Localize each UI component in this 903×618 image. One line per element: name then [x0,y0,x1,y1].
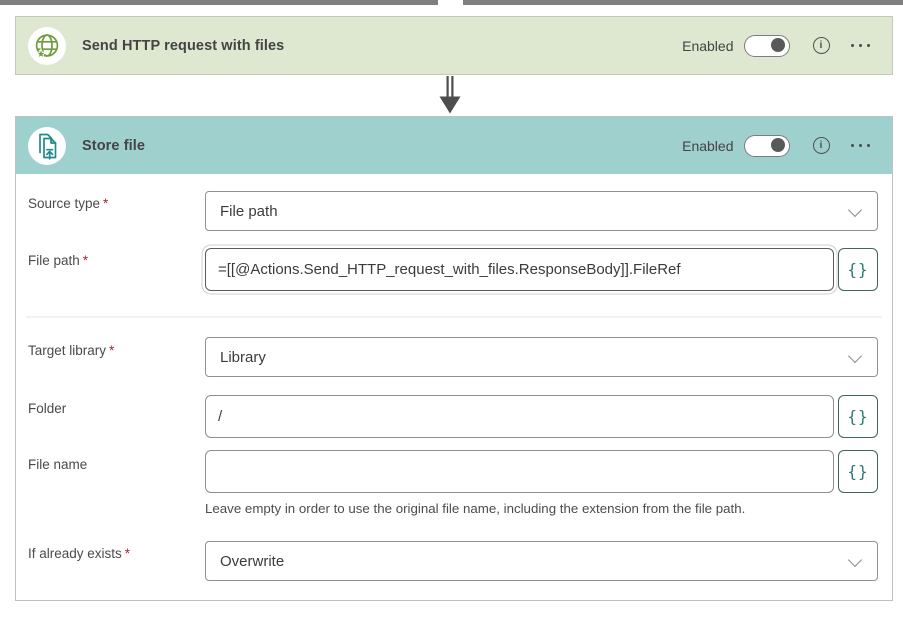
if-already-exists-value: Overwrite [220,552,285,570]
field-label-source-type: Source type* [28,196,109,211]
action-title: Store file [82,137,146,154]
field-label-file-path: File path* [28,253,89,268]
chevron-down-icon [847,202,863,218]
toggle-knob [770,138,785,152]
required-asterisk: * [109,343,115,358]
more-options-button[interactable] [850,137,870,154]
expression-builder-button[interactable]: {} [838,248,878,291]
action-card-store-file: Store file Enabled i Source type* File p… [15,116,893,601]
action-title: Send HTTP request with files [82,37,285,54]
star-shape [34,47,48,59]
top-partial-bar-left [0,0,438,5]
chevron-down-icon [847,348,863,364]
action-card-send-http-request[interactable]: Send HTTP request with files Enabled i [15,16,893,75]
connector-arrow-down-icon [439,76,461,114]
enabled-toggle[interactable] [743,134,790,157]
field-label-target-library: Target library* [28,343,115,358]
expression-builder-button[interactable]: {} [838,450,878,493]
field-label-file-name: File name [28,457,88,472]
action-header: Send HTTP request with files Enabled i [16,17,892,74]
action-icon-circle [28,126,66,165]
if-already-exists-dropdown[interactable]: Overwrite [205,541,878,581]
target-library-value: Library [220,348,266,366]
folder-input[interactable] [205,395,834,438]
enabled-label: Enabled [682,137,734,154]
top-partial-bar-right [463,0,903,5]
file-name-input[interactable] [205,450,834,493]
source-type-value: File path [220,202,278,220]
file-path-input[interactable] [205,248,834,291]
section-divider [26,316,882,318]
required-asterisk: * [124,546,131,561]
required-asterisk: * [103,196,109,211]
enabled-toggle[interactable] [743,34,790,57]
info-icon[interactable]: i [812,137,830,154]
target-library-dropdown[interactable]: Library [205,337,878,377]
store-file-icon [39,133,57,160]
file-name-help-text: Leave empty in order to use the original… [205,501,746,516]
field-label-if-already-exists: If already exists* [28,546,131,561]
toggle-knob [770,38,785,52]
expression-builder-button[interactable]: {} [838,395,878,438]
required-asterisk: * [82,253,89,268]
more-options-button[interactable] [850,37,870,54]
enabled-label: Enabled [682,37,734,54]
field-label-folder: Folder [28,401,67,416]
chevron-down-icon [847,552,863,568]
info-icon[interactable]: i [812,37,830,54]
action-header[interactable]: Store file Enabled i [16,117,892,174]
source-type-dropdown[interactable]: File path [205,191,878,231]
action-icon-circle [28,26,66,65]
globe-star-icon [34,33,59,59]
